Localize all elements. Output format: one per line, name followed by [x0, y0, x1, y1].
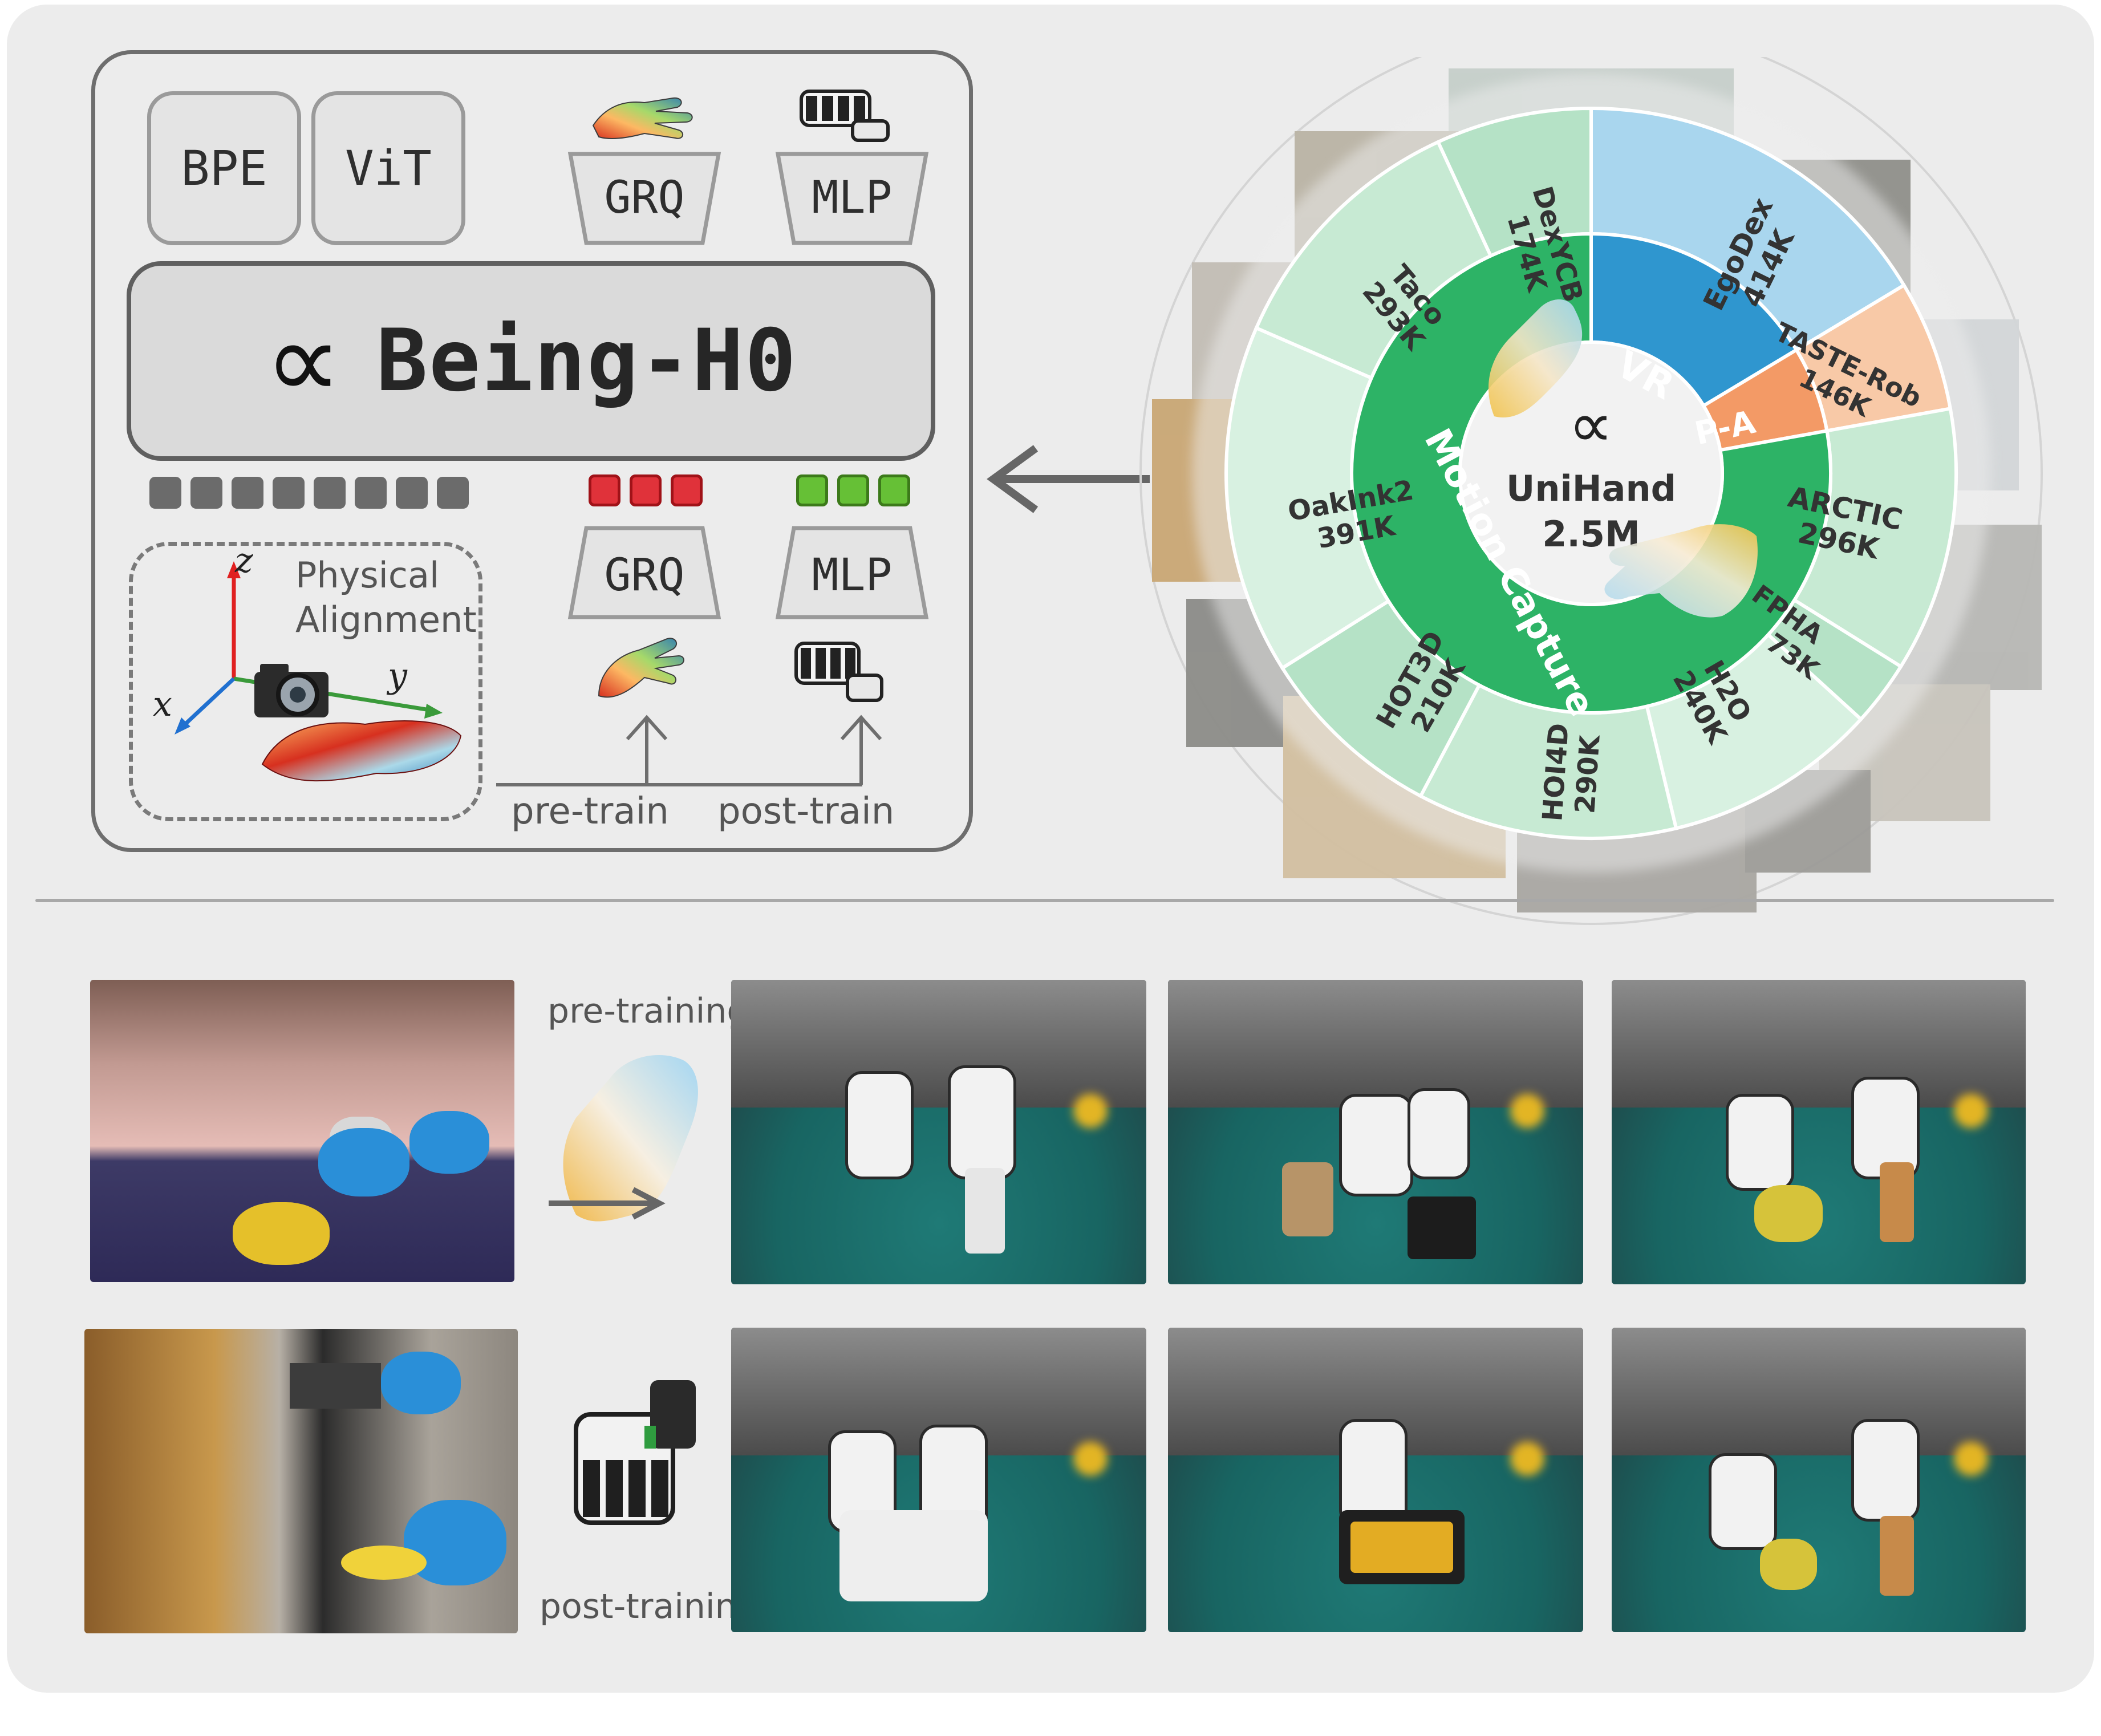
robot-hand-icon [574, 1380, 696, 1525]
posttrain-action-token [837, 474, 869, 506]
pre-train-label: pre-train [511, 790, 669, 833]
mlp-decoder-bottom: MLP [773, 525, 931, 620]
robot-execution-frame [1612, 1328, 2026, 1632]
y-axis-label: y [388, 656, 407, 696]
vision-token [232, 477, 263, 509]
grq-decoder-top: GRQ [566, 151, 723, 246]
alignment-label: Alignment [295, 599, 477, 640]
z-axis-label: z [235, 541, 253, 581]
x-axis-label: x [153, 684, 172, 724]
pretrain-motion-token [630, 474, 662, 506]
mlp-top-label: MLP [812, 172, 893, 224]
vision-token [396, 477, 428, 509]
translucent-hand-icon [1604, 524, 1758, 618]
posttrain-action-token [796, 474, 828, 506]
robot-hand-icon [794, 642, 883, 702]
vit-module: ViT [311, 91, 465, 245]
robot-execution-frame [1168, 1328, 1583, 1632]
robot-execution-frame [1168, 980, 1583, 1284]
human-demo-video-frame [84, 1329, 518, 1633]
grq-top-label: GRQ [604, 172, 685, 224]
robot-hand-icon [800, 90, 890, 142]
translucent-hand-icon [1488, 299, 1583, 417]
coordinate-axes [175, 561, 462, 782]
vision-token [314, 477, 346, 509]
robot-execution-frame [731, 980, 1146, 1284]
robot-execution-frame [731, 1328, 1146, 1632]
architecture-panel [91, 50, 973, 852]
vision-token [355, 477, 387, 509]
vision-token [149, 477, 181, 509]
post-training-label: post-training [540, 1587, 759, 1627]
pretrain-motion-token [589, 474, 620, 506]
model-name: Being-H0 [376, 311, 798, 411]
physical-label: Physical [295, 554, 440, 596]
right-arrow-icon [549, 1187, 666, 1220]
physical-alignment-box [129, 542, 482, 821]
heatmap-hand-icon [592, 97, 693, 139]
post-train-label: post-train [717, 790, 895, 833]
mlp-decoder-top: MLP [773, 151, 931, 246]
being-h0-backbone: ∝ Being-H0 [127, 261, 935, 461]
human-demo-video-frame [90, 980, 514, 1282]
pretrain-motion-token [671, 474, 703, 506]
proportional-logo-icon: ∝ [264, 298, 342, 424]
pre-training-label: pre-training [547, 991, 749, 1031]
grq-bottom-label: GRQ [604, 550, 685, 601]
grq-decoder-bottom: GRQ [566, 525, 723, 620]
left-arrow-icon [987, 445, 1150, 513]
heatmap-hand-icon [598, 638, 684, 698]
translucent-hand-icon [563, 1055, 698, 1222]
mlp-bottom-label: MLP [812, 550, 893, 601]
section-divider [35, 899, 2054, 902]
dataset-name: UniHand [1506, 468, 1676, 509]
robot-execution-frame [1612, 980, 2026, 1284]
vision-token [273, 477, 305, 509]
bpe-module: BPE [147, 91, 301, 245]
unihand-logo-icon: ∝ [1568, 388, 1613, 461]
vision-token [190, 477, 222, 509]
vision-token [437, 477, 469, 509]
source-hoi4d: HOI4D 290K [1536, 722, 1607, 822]
posttrain-action-token [878, 474, 910, 506]
training-flow-arrows [496, 715, 882, 786]
